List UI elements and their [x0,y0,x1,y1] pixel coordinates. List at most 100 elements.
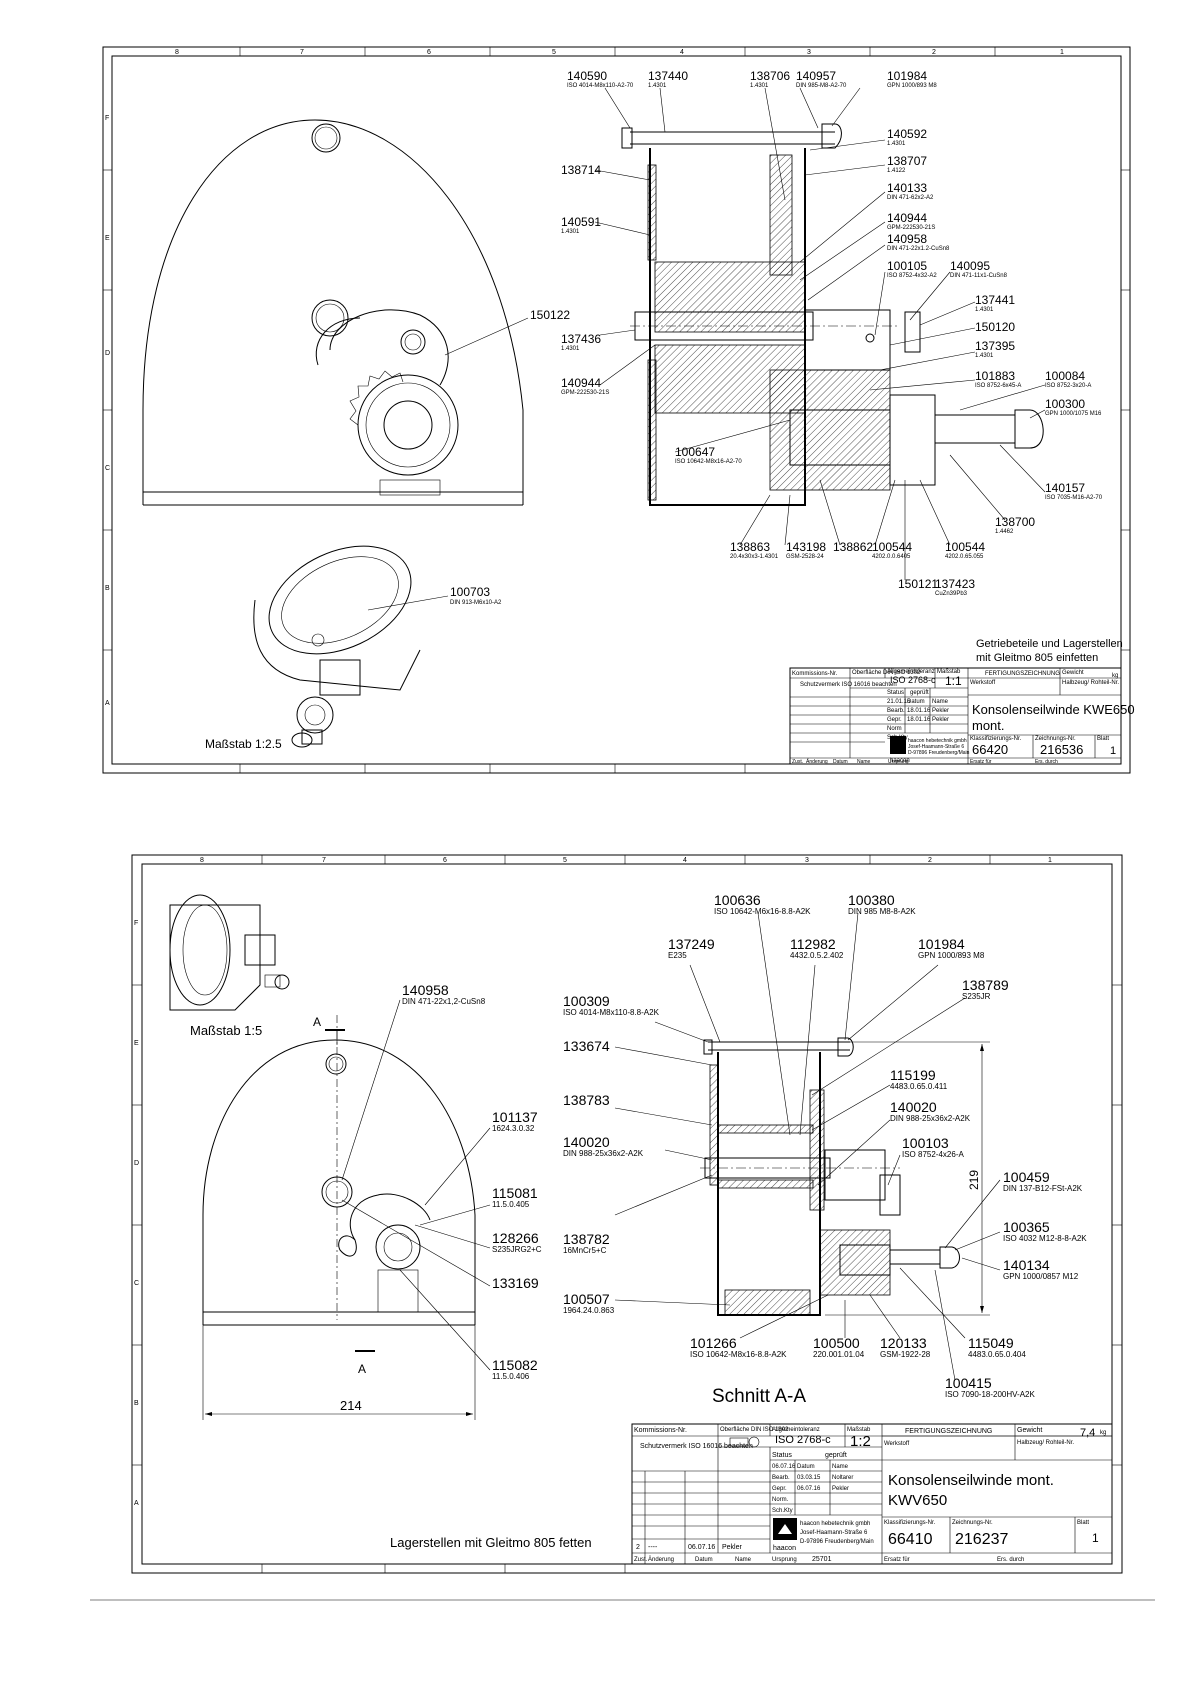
callout-100084: 100084 [1045,369,1085,383]
zone-label: 3 [807,49,811,56]
callout-138700: 138700 [995,515,1035,529]
tb2-footer-ursprung: Ursprung [772,1557,797,1563]
sheet1-zone-ticks [103,47,1130,773]
callout-120133-spec: GSM-1922-28 [880,1350,931,1359]
callout-100380: 100380 [848,892,895,908]
callout-101984-spec: GPN 1000/893 M8 [918,951,985,960]
callout-115199: 115199 [890,1067,936,1083]
zone-label: A [105,700,110,707]
zone-label: C [134,1280,139,1287]
tb1-row1-a: Bearb. [887,708,905,714]
tb2-row2-a: Gepr. [772,1486,787,1492]
sheet2-inner-frame [141,863,1113,1565]
callout-100544-right-spec: 4202.0.65.055 [945,554,984,560]
tb2-footer-zust: Zust. [634,1557,648,1563]
callout-100544-left: 100544 [872,540,912,554]
tb2-toleranz: ISO 2768-c [775,1434,831,1446]
callout-140958-spec: DIN 471-22x1,2-CuSn8 [402,997,486,1006]
tb2-row0-a: 06.07.16 [772,1464,796,1470]
callout-138782: 138782 [563,1231,610,1247]
zone-label: E [105,235,110,242]
tb2-footer-datum: Datum [695,1557,713,1563]
tb2-row0-b: Datum [797,1464,815,1470]
callout-140958: 140958 [402,982,449,998]
callout-115081: 115081 [492,1185,538,1201]
callout-100507: 100507 [563,1291,610,1307]
callout-140958-spec: DIN 471-22x1.2-CuSn8 [887,246,950,252]
sheet1-callouts: 140590 ISO 4014-M8x110-A2-70 137440 1.43… [561,69,1103,597]
tb2-gewicht-val: 7,4 [1080,1427,1095,1439]
tb1-row2-d: 18.01.16 [907,717,931,723]
callout-100500: 100500 [813,1335,860,1351]
callout-138789: 138789 [962,977,1009,993]
zone-label: 8 [200,857,204,864]
callout-137423: 137423 [935,577,975,591]
callout-115082: 115082 [492,1357,538,1373]
tb2-revision-aend: ---- [648,1544,658,1551]
zone-label: E [134,1040,139,1047]
dimension-height: 219 [967,1170,981,1190]
tb2-company-line2: Josef-Haamann-Straße 6 [800,1530,868,1536]
zone-label: B [105,585,110,592]
callout-128266: 128266 [492,1230,539,1246]
callout-128266-spec: S235JRG2+C [492,1245,542,1254]
zone-label: 4 [683,857,687,864]
tb1-klass: 66420 [972,742,1008,757]
callout-100647: 100647 [675,445,715,459]
tb2-zeichnung: 216237 [955,1531,1008,1548]
callout-138863: 138863 [730,540,770,554]
tb2-title-line1: Konsolenseilwinde mont. [888,1472,1054,1489]
sheet1-leaders [594,87,1046,580]
callout-100365: 100365 [1003,1219,1050,1235]
callout-100103-spec: ISO 8752-4x26-A [902,1150,964,1159]
tb2-row3-a: Norm. [772,1497,789,1503]
callout-100703: 100703 [450,585,490,599]
tb1-massstab: 1:1 [945,674,962,688]
callout-101984: 101984 [918,936,965,952]
callout-100105: 100105 [887,259,927,273]
callout-137395-spec: 1.4301 [975,353,994,359]
zone-label: F [105,115,109,122]
zone-label: 1 [1048,857,1052,864]
callout-100309: 100309 [563,993,610,1009]
callout-137436-spec: 1.4301 [561,346,580,352]
tb1-company-line2: Josef-Haamann-Straße 6 [908,744,964,750]
callout-101984: 101984 [887,69,927,83]
callout-101137: 101137 [492,1109,538,1125]
callout-100500-spec: 220.001.01.04 [813,1350,865,1359]
tb1-footer-zust: Zust. [792,759,803,765]
callout-101137-spec: 1624.3.0.32 [492,1124,535,1133]
tb2-row2-c: Pekler [832,1486,849,1492]
tb1-footer-datum: Datum [833,759,848,765]
sheet2-title-block: Kommissions-Nr. Oberfläche DIN ISO 1302 … [631,1423,1113,1565]
callout-150122: 150122 [530,308,570,322]
callout-140591-spec: 1.4301 [561,229,580,235]
callout-140133: 140133 [887,181,927,195]
callout-138707-spec: 1.4122 [887,168,906,174]
tb2-footer-ersatz: Ersatz für [884,1557,910,1563]
zone-label: 6 [443,857,447,864]
callout-133169: 133169 [492,1275,539,1291]
zone-label: F [134,920,138,927]
tb1-halbzeug: Halbzeug/ Rohteil-Nr. [1062,680,1119,686]
tb2-gewicht: Gewicht [1017,1427,1042,1434]
callout-100459: 100459 [1003,1169,1050,1185]
zone-label: D [134,1160,139,1167]
sheet1-view-label: 150122 [444,308,570,356]
callout-140020-left-spec: DIN 988-25x36x2-A2K [563,1149,644,1158]
tb2-oberflaeche: Oberfläche DIN ISO 1302 [720,1427,789,1433]
tb2-row1-a: Bearb. [772,1475,790,1481]
tb2-title-line2: KWV650 [888,1492,947,1509]
sheet1-zone-labels-top: 8 7 6 5 4 3 2 1 F E D C B A [105,49,1064,707]
callout-137440-spec: 1.4301 [648,83,667,89]
callout-100703-spec: DIN 913-M6x10-A2 [450,600,502,606]
tb2-status-val: geprüft [825,1452,847,1459]
zone-label: 8 [175,49,179,56]
callout-140157: 140157 [1045,481,1085,495]
tb1-company-line1: haacon hebetechnik gmbh [908,738,967,744]
callout-140134-spec: GPN 1000/0857 M12 [1003,1272,1079,1281]
callout-140095-spec: DIN 471-11x1-CuSn8 [950,273,1008,279]
zone-label: 2 [928,857,932,864]
tb2-klass-label: Klassifizierungs-Nr. [884,1520,936,1526]
